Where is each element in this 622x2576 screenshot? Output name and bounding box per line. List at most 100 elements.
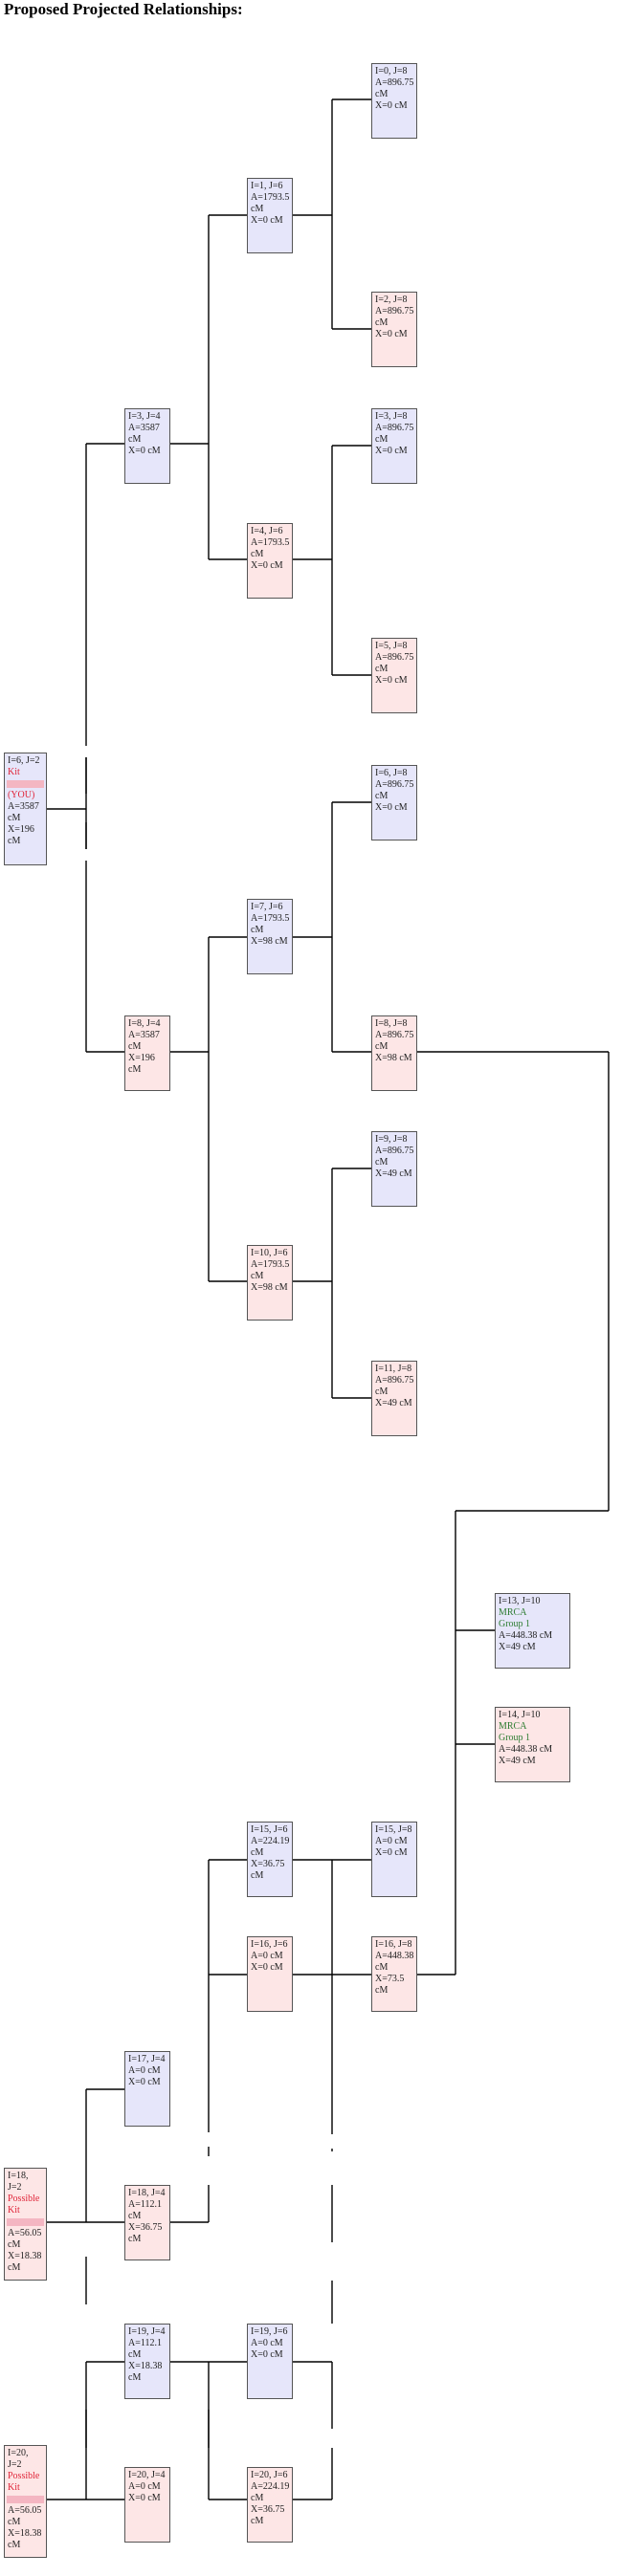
node-label: I=8, J=4: [128, 1018, 161, 1029]
node-tag1: Kit: [8, 767, 20, 777]
node-a: A=1793.5 cM: [251, 192, 290, 214]
node-a: A=896.75 cM: [375, 1375, 414, 1397]
node-label: I=7, J=6: [251, 902, 283, 912]
node-label: I=1, J=6: [251, 181, 283, 191]
node-x: X=98 cM: [375, 1053, 412, 1063]
node-label: I=5, J=8: [375, 641, 408, 651]
node-label: I=16, J=8: [375, 1939, 412, 1950]
node-x: X=196 cM: [8, 824, 34, 846]
node-label: I=6, J=8: [375, 768, 408, 778]
node-label: I=20, J=4: [128, 2470, 166, 2480]
node-x: X=73.5 cM: [375, 1974, 405, 1996]
node-x: X=36.75 cM: [128, 2222, 163, 2244]
node-a: A=3587 cM: [128, 423, 160, 445]
node-label: I=2, J=8: [375, 295, 408, 305]
node-label: I=15, J=8: [375, 1824, 412, 1835]
node-a: A=3587 cM: [128, 1030, 160, 1052]
node-x: X=0 cM: [128, 446, 161, 456]
node-label: I=19, J=6: [251, 2326, 288, 2337]
node-a: A=448.38 cM: [499, 1744, 553, 1755]
kit-highlight-bar: [7, 2218, 44, 2226]
node-label: I=16, J=6: [251, 1939, 288, 1950]
node-label: I=10, J=6: [251, 1248, 288, 1258]
node-label: I=17, J=4: [128, 2054, 166, 2064]
node-x: X=196 cM: [128, 1053, 155, 1075]
page-title: Proposed Projected Relationships:: [4, 0, 243, 18]
node-x: X=18.38 cM: [8, 2528, 42, 2550]
node-label: I=6, J=2: [8, 755, 40, 766]
node-label: I=9, J=8: [375, 1134, 408, 1145]
node-label: I=15, J=6: [251, 1824, 288, 1835]
node-x: X=0 cM: [251, 215, 283, 226]
node-x: X=49 cM: [375, 1398, 412, 1408]
node-label: I=3, J=8: [375, 411, 408, 422]
node-a: A=56.05 cM: [8, 2505, 42, 2527]
node-label: I=18, J=2: [8, 2171, 29, 2193]
node-a: A=896.75 cM: [375, 423, 414, 445]
node-a: A=0 cM: [251, 1951, 283, 1961]
node-x: X=36.75 cM: [251, 2504, 285, 2526]
node-a: A=896.75 cM: [375, 1146, 414, 1168]
node-label: I=20, J=2: [8, 2448, 29, 2470]
node-x: X=49 cM: [499, 1642, 536, 1652]
node-label: I=4, J=6: [251, 526, 283, 536]
node-x: X=49 cM: [499, 1756, 536, 1766]
node-a: A=0 cM: [375, 1836, 408, 1846]
node-label: I=18, J=4: [128, 2188, 166, 2198]
node-x: X=0 cM: [251, 560, 283, 571]
node-tag1: MRCA: [499, 1607, 527, 1618]
node-a: A=0 cM: [128, 2065, 161, 2076]
node-a: A=0 cM: [128, 2481, 161, 2492]
node-x: X=18.38 cM: [8, 2251, 42, 2273]
node-x: X=98 cM: [251, 1282, 288, 1293]
node-x: X=0 cM: [128, 2077, 161, 2087]
node-label: I=14, J=10: [499, 1710, 541, 1720]
node-a: A=1793.5 cM: [251, 1259, 290, 1281]
node-label: I=11, J=8: [375, 1364, 412, 1374]
node-x: X=0 cM: [375, 1847, 408, 1858]
node-label: I=19, J=4: [128, 2326, 166, 2337]
node-x: X=49 cM: [375, 1168, 412, 1179]
node-a: A=896.75 cM: [375, 306, 414, 328]
node-x: X=0 cM: [128, 2493, 161, 2503]
node-a: A=448.38 cM: [499, 1630, 553, 1641]
node-a: A=896.75 cM: [375, 77, 414, 99]
kit-highlight-bar: [7, 2496, 44, 2503]
kit-highlight-bar: [7, 780, 44, 788]
node-a: A=112.1 cM: [128, 2338, 162, 2360]
node-a: A=896.75 cM: [375, 779, 414, 801]
node-tag2: (YOU): [8, 790, 35, 800]
node-a: A=56.05 cM: [8, 2228, 42, 2250]
node-a: A=0 cM: [251, 2338, 283, 2348]
node-a: A=1793.5 cM: [251, 913, 290, 935]
